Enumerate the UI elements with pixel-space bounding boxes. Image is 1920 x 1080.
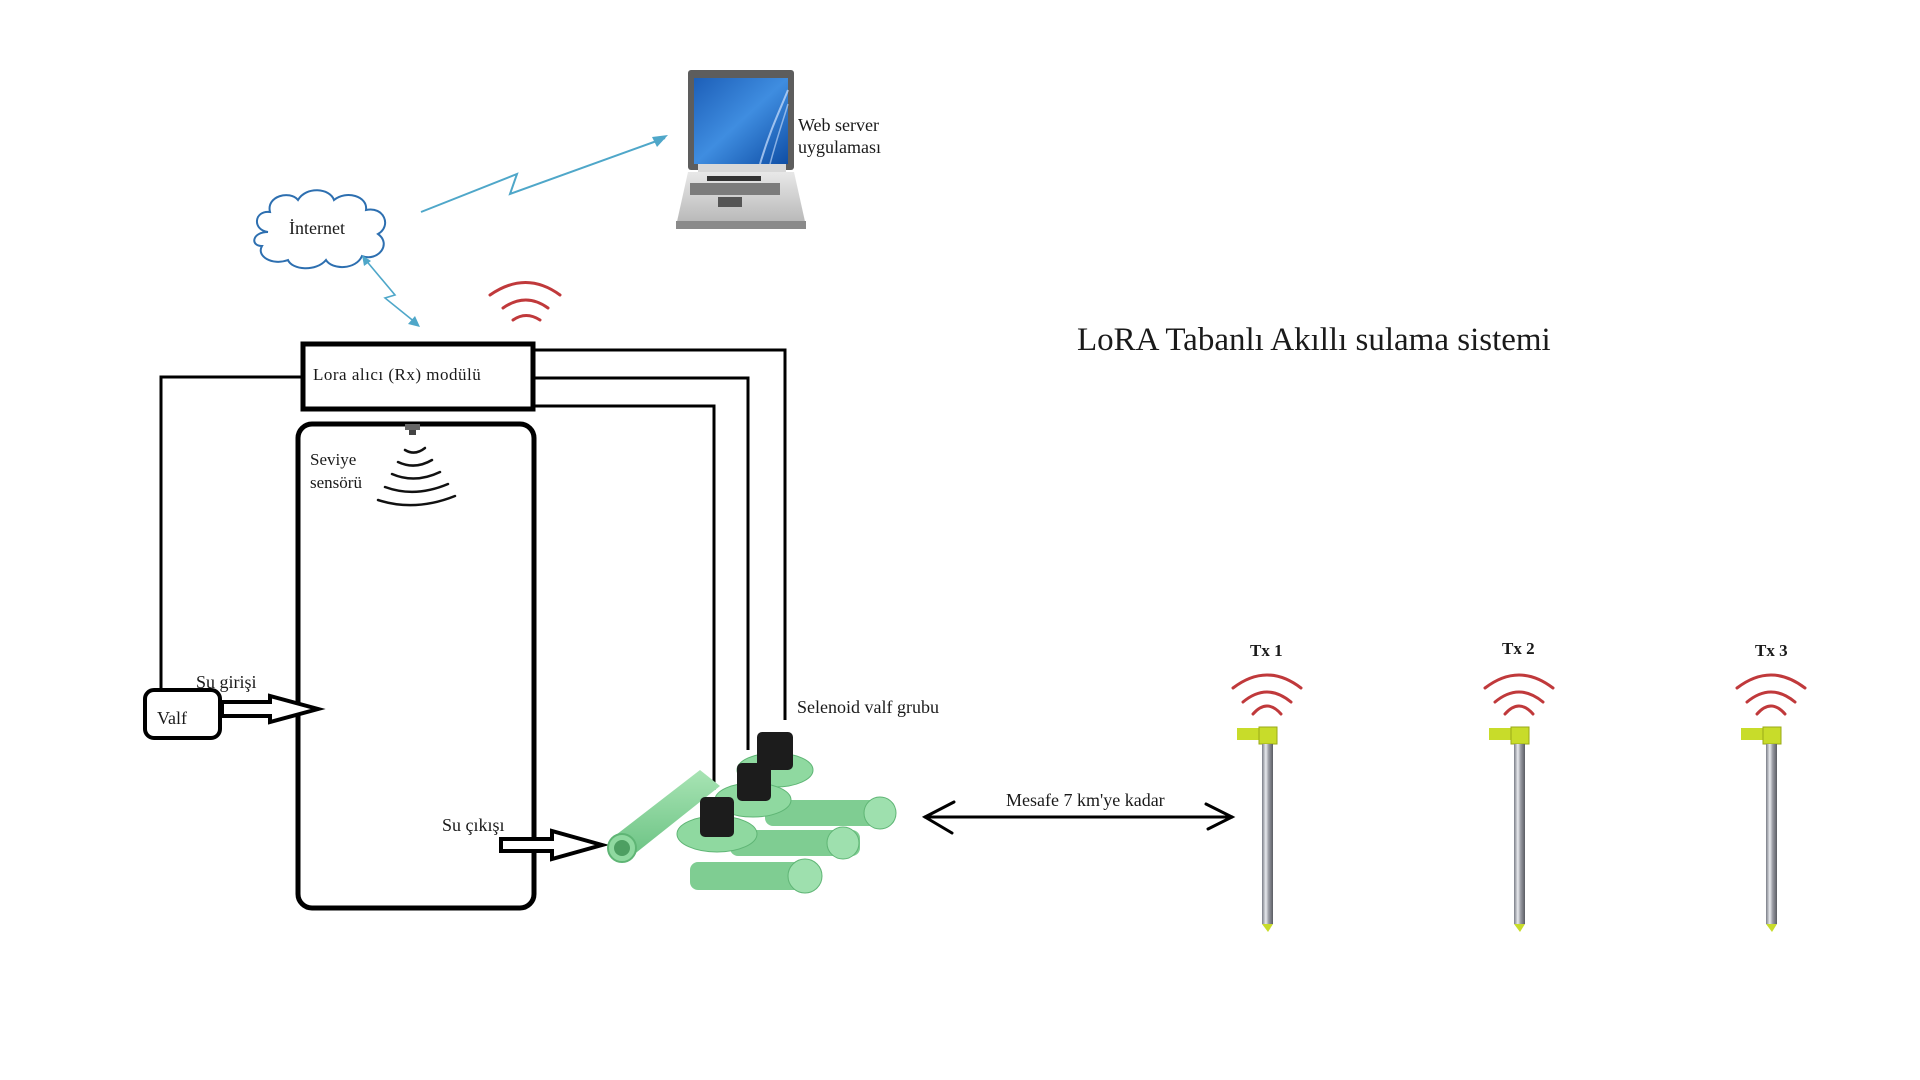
solenoid-valve-group-icon xyxy=(607,732,897,894)
tx3-label: Tx 3 xyxy=(1755,641,1788,660)
water-outlet-arrow xyxy=(499,828,610,862)
internet-receiver-link xyxy=(362,255,420,327)
internet-webserver-link xyxy=(420,135,668,213)
tx2-label: Tx 2 xyxy=(1502,639,1535,658)
level-sensor-label: Seviye sensörü xyxy=(310,448,362,494)
web-server-label: Web server uygulaması xyxy=(798,114,881,158)
transmitter-sensor-1 xyxy=(1231,673,1303,932)
web-server-label-line1: Web server xyxy=(798,115,880,135)
laptop-icon xyxy=(676,70,806,229)
wireless-signal-icon xyxy=(1483,673,1555,716)
web-server-label-line2: uygulaması xyxy=(798,137,881,157)
water-outlet-label: Su çıkışı xyxy=(442,815,505,835)
transmitter-sensor-3 xyxy=(1735,673,1807,932)
water-inlet-arrow xyxy=(220,693,326,725)
wireless-signal-icon xyxy=(1735,673,1807,716)
solenoid-group-label: Selenoid valf grubu xyxy=(797,697,939,717)
receiver-module-box xyxy=(300,341,536,412)
page-title: LoRA Tabanlı Akıllı sulama sistemi xyxy=(1077,322,1551,358)
level-sensor-icon xyxy=(376,424,457,507)
valve-label: Valf xyxy=(157,708,187,728)
transmitter-sensor-2 xyxy=(1483,673,1555,932)
tx1-label: Tx 1 xyxy=(1250,641,1283,660)
internet-label: İnternet xyxy=(289,218,345,238)
distance-label: Mesafe 7 km'ye kadar xyxy=(1006,790,1165,810)
cloud-icon xyxy=(253,189,387,270)
wireless-signal-icon xyxy=(488,281,562,322)
control-wires xyxy=(159,348,787,790)
distance-arrow xyxy=(921,800,1236,835)
wireless-signal-icon xyxy=(1231,673,1303,716)
water-inlet-label: Su girişi xyxy=(196,672,257,692)
receiver-module-label: Lora alıcı (Rx) modülü xyxy=(313,365,482,384)
level-sensor-label-line1: Seviye xyxy=(310,450,357,469)
level-sensor-label-line2: sensörü xyxy=(310,473,362,492)
